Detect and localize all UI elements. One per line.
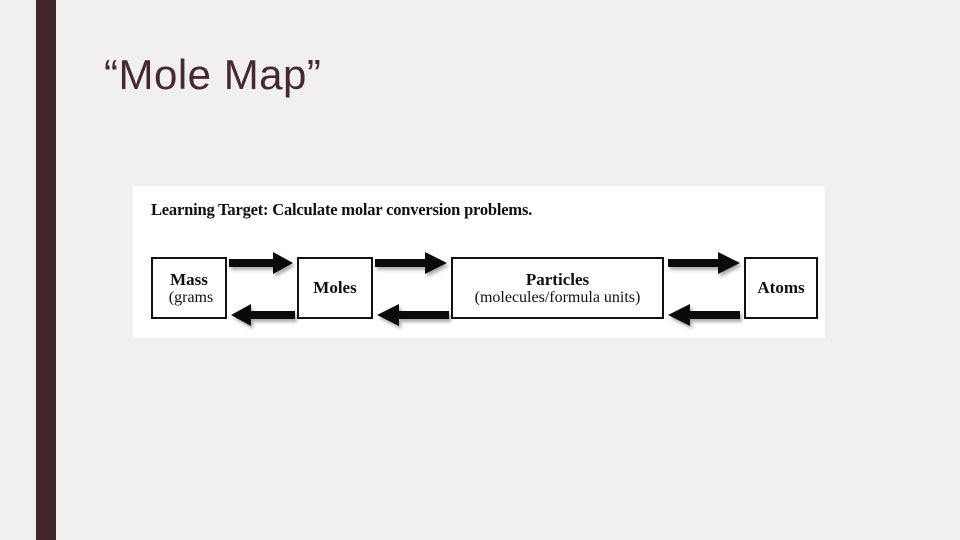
node-moles-title: Moles xyxy=(313,278,357,298)
node-particles: Particles (molecules/formula units) xyxy=(451,257,664,319)
connector-particles-atoms xyxy=(666,248,742,328)
node-moles: Moles xyxy=(297,257,373,319)
connector-moles-particles xyxy=(375,248,449,328)
arrow-right-icon xyxy=(229,250,295,276)
learning-target-text: Learning Target: Calculate molar convers… xyxy=(151,200,533,219)
node-mass-title: Mass xyxy=(170,269,208,289)
node-atoms: Atoms xyxy=(744,257,818,319)
arrow-left-icon xyxy=(229,302,295,328)
arrow-right-icon xyxy=(666,250,742,276)
conversion-flow-row: Mass (grams Moles xyxy=(133,248,825,328)
connector-mass-moles xyxy=(229,248,295,328)
arrow-left-icon xyxy=(375,302,449,328)
accent-stripe xyxy=(36,0,56,540)
arrow-left-icon xyxy=(666,302,742,328)
node-atoms-title: Atoms xyxy=(757,278,805,298)
node-mass-subtitle: (grams xyxy=(168,288,214,306)
node-particles-subtitle: (molecules/formula units) xyxy=(474,288,641,306)
arrow-right-icon xyxy=(375,250,449,276)
node-particles-title: Particles xyxy=(525,269,590,289)
mole-map-diagram-panel: Learning Target: Calculate molar convers… xyxy=(133,186,825,338)
node-mass: Mass (grams xyxy=(151,257,227,319)
page-title: “Mole Map” xyxy=(104,51,322,98)
